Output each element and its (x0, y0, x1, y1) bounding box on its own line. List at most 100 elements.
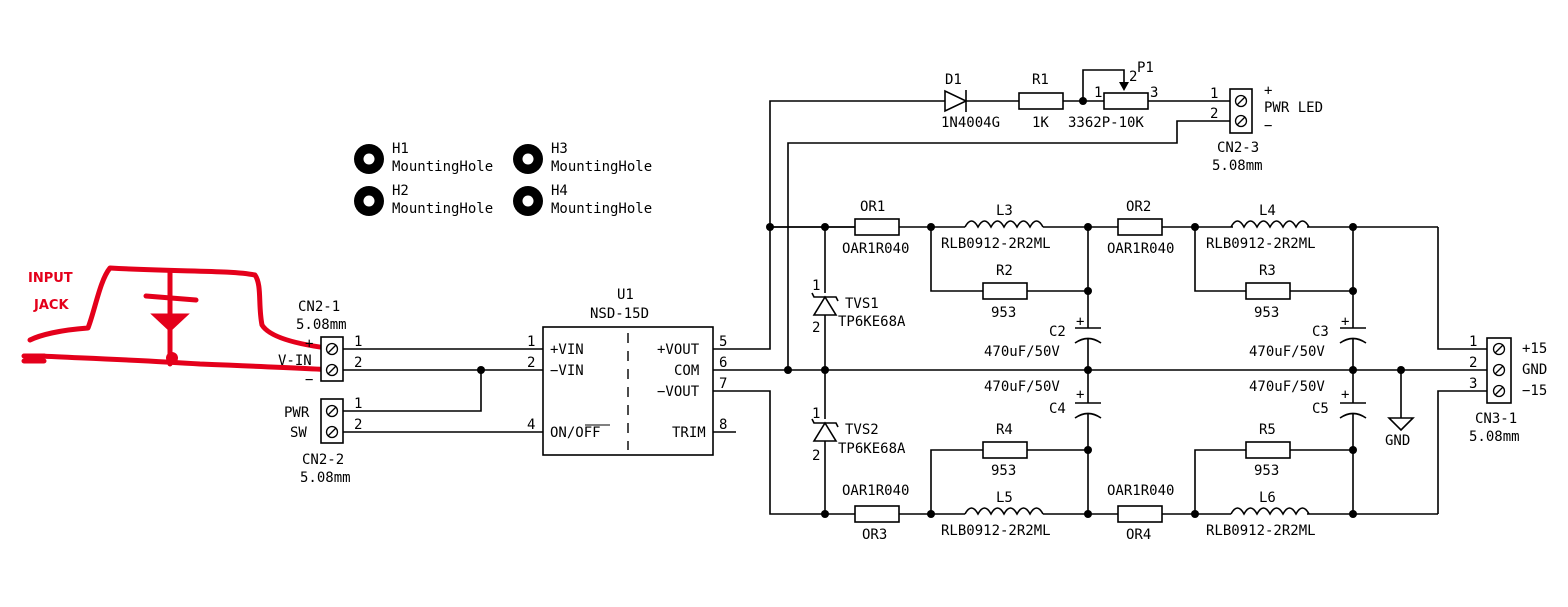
u1-pin2-name: −VIN (550, 363, 584, 379)
resistor-r1 (1018, 92, 1064, 110)
diode-icon (944, 89, 968, 113)
cn2-2-label-sw: SW (290, 425, 307, 441)
red-loop-bottom (37, 353, 338, 373)
u1-value: NSD-15D (590, 306, 649, 322)
capacitor-c4-plate-bottom (1074, 412, 1102, 419)
hole-drill (363, 195, 375, 207)
c4-value: 470uF/50V (984, 379, 1060, 395)
junction-dot (477, 366, 485, 374)
p1-pin1: 1 (1094, 85, 1102, 101)
screw-slot (1494, 365, 1504, 375)
mounting-hole-h2: H2 MountingHole (354, 183, 493, 217)
h3-ref: H3 (551, 141, 568, 157)
hand-label-input: INPUT (28, 271, 73, 286)
cn2-3-label: PWR LED (1264, 100, 1323, 116)
wire-r2-left (930, 227, 983, 292)
lower-filter: 1 2 TVS2 TP6KE68A OAR1R040 OR3 L5 RLB091… (811, 370, 1487, 543)
p1-pin3: 3 (1150, 85, 1158, 101)
cn2-1-minus: − (305, 372, 313, 388)
cn2-2-size: 5.08mm (300, 470, 351, 486)
cn2-3-pin2: 2 (1210, 106, 1218, 122)
inductor-l3-icon (964, 220, 1044, 229)
screw-slot (327, 406, 337, 416)
r3-value: 953 (1254, 305, 1279, 321)
junction-dot (1084, 446, 1092, 454)
u1-pin6-name: COM (674, 363, 699, 379)
c3-plus: + (1341, 314, 1349, 330)
hand-drawn-input-jack: INPUT JACK (21, 265, 338, 373)
cn2-3-plus: + (1264, 83, 1272, 99)
cn3-1-label1: +15 (1522, 341, 1547, 357)
or1-ref: OR1 (860, 199, 885, 215)
c4-ref: C4 (1049, 401, 1066, 417)
cn2-1-pin1: 1 (354, 334, 362, 350)
h2-ref: H2 (392, 183, 409, 199)
c3-ref: C3 (1312, 324, 1329, 340)
screw-slot (1494, 344, 1504, 354)
tvs2-pin1: 1 (812, 406, 820, 422)
wire-r4-left (930, 449, 983, 514)
cn3-1-label3: −15 (1522, 383, 1547, 399)
h1-ref: H1 (392, 141, 409, 157)
u1-pin8-num: 8 (719, 417, 727, 433)
or2-ref: OR2 (1126, 199, 1151, 215)
wire-sw-pin1 (343, 370, 482, 412)
screw-slot (327, 365, 337, 375)
hand-label-jack: JACK (33, 298, 69, 313)
resistor-or4 (1117, 505, 1163, 523)
u1-pin5-name: +VOUT (657, 342, 700, 358)
input-wiring (343, 348, 543, 433)
connector-cn2-2: PWR SW 1 2 CN2-2 5.08mm (284, 396, 362, 486)
wire-to-cn3-pin1 (1437, 227, 1487, 350)
cn2-3-ref: CN2-3 (1217, 140, 1259, 156)
mounting-holes: H1 MountingHole H2 MountingHole H3 Mount… (354, 141, 652, 217)
r2-ref: R2 (996, 263, 1013, 279)
junction-dot (784, 366, 792, 374)
u1-pin6-num: 6 (719, 355, 727, 371)
cn3-1-pin1: 1 (1469, 334, 1477, 350)
l3-ref: L3 (996, 203, 1013, 219)
red-diode-bar (143, 293, 199, 303)
screw-slot (1236, 96, 1246, 106)
cn2-3-pin1: 1 (1210, 86, 1218, 102)
wire-p1-wiper-loop (1082, 69, 1125, 101)
capacitor-c2-plate-bottom (1074, 337, 1102, 344)
upper-filter: 1 2 TVS1 TP6KE68A OR1 OAR1R040 L3 RLB091… (770, 199, 1487, 374)
ground-icon (1387, 417, 1415, 432)
resistor-or2 (1117, 218, 1163, 236)
r4-value: 953 (991, 463, 1016, 479)
c2-value: 470uF/50V (984, 344, 1060, 360)
cn2-2-label-pwr: PWR (284, 405, 310, 421)
l5-ref: L5 (996, 490, 1013, 506)
l6-value: RLB0912-2R2ML (1206, 523, 1316, 539)
u1-pin7-num: 7 (719, 376, 727, 392)
inductor-l4-icon (1230, 220, 1310, 229)
c2-plus: + (1076, 314, 1084, 330)
u1-pin7-name: −VOUT (657, 384, 700, 400)
u1-pin8-name: TRIM (672, 425, 706, 441)
inductor-l6-icon (1230, 507, 1310, 516)
connector-cn2-1: CN2-1 5.08mm + V-IN − 1 2 (278, 299, 362, 388)
gnd-symbol: GND (1385, 366, 1415, 449)
h4-value: MountingHole (551, 201, 652, 217)
red-diode-triangle (150, 313, 190, 333)
r3-ref: R3 (1259, 263, 1276, 279)
mounting-hole-h1: H1 MountingHole (354, 141, 493, 175)
mounting-hole-h3: H3 MountingHole (513, 141, 652, 175)
p1-pin2: 2 (1129, 69, 1137, 85)
wire-led-return (787, 120, 1230, 370)
cn2-1-net: V-IN (278, 353, 312, 369)
red-junction-dot (166, 352, 178, 364)
d1-ref: D1 (945, 72, 962, 88)
h2-value: MountingHole (392, 201, 493, 217)
l5-value: RLB0912-2R2ML (941, 523, 1051, 539)
r1-ref: R1 (1032, 72, 1049, 88)
h3-value: MountingHole (551, 159, 652, 175)
u1-ref: U1 (617, 287, 634, 303)
tvs-diode-icon (812, 295, 838, 316)
tvs2-pin2: 2 (812, 448, 820, 464)
cn2-2-pin2: 2 (354, 417, 362, 433)
c4-plus: + (1076, 387, 1084, 403)
u1-pin2-num: 2 (527, 355, 535, 371)
cn3-1-size: 5.08mm (1469, 429, 1520, 445)
